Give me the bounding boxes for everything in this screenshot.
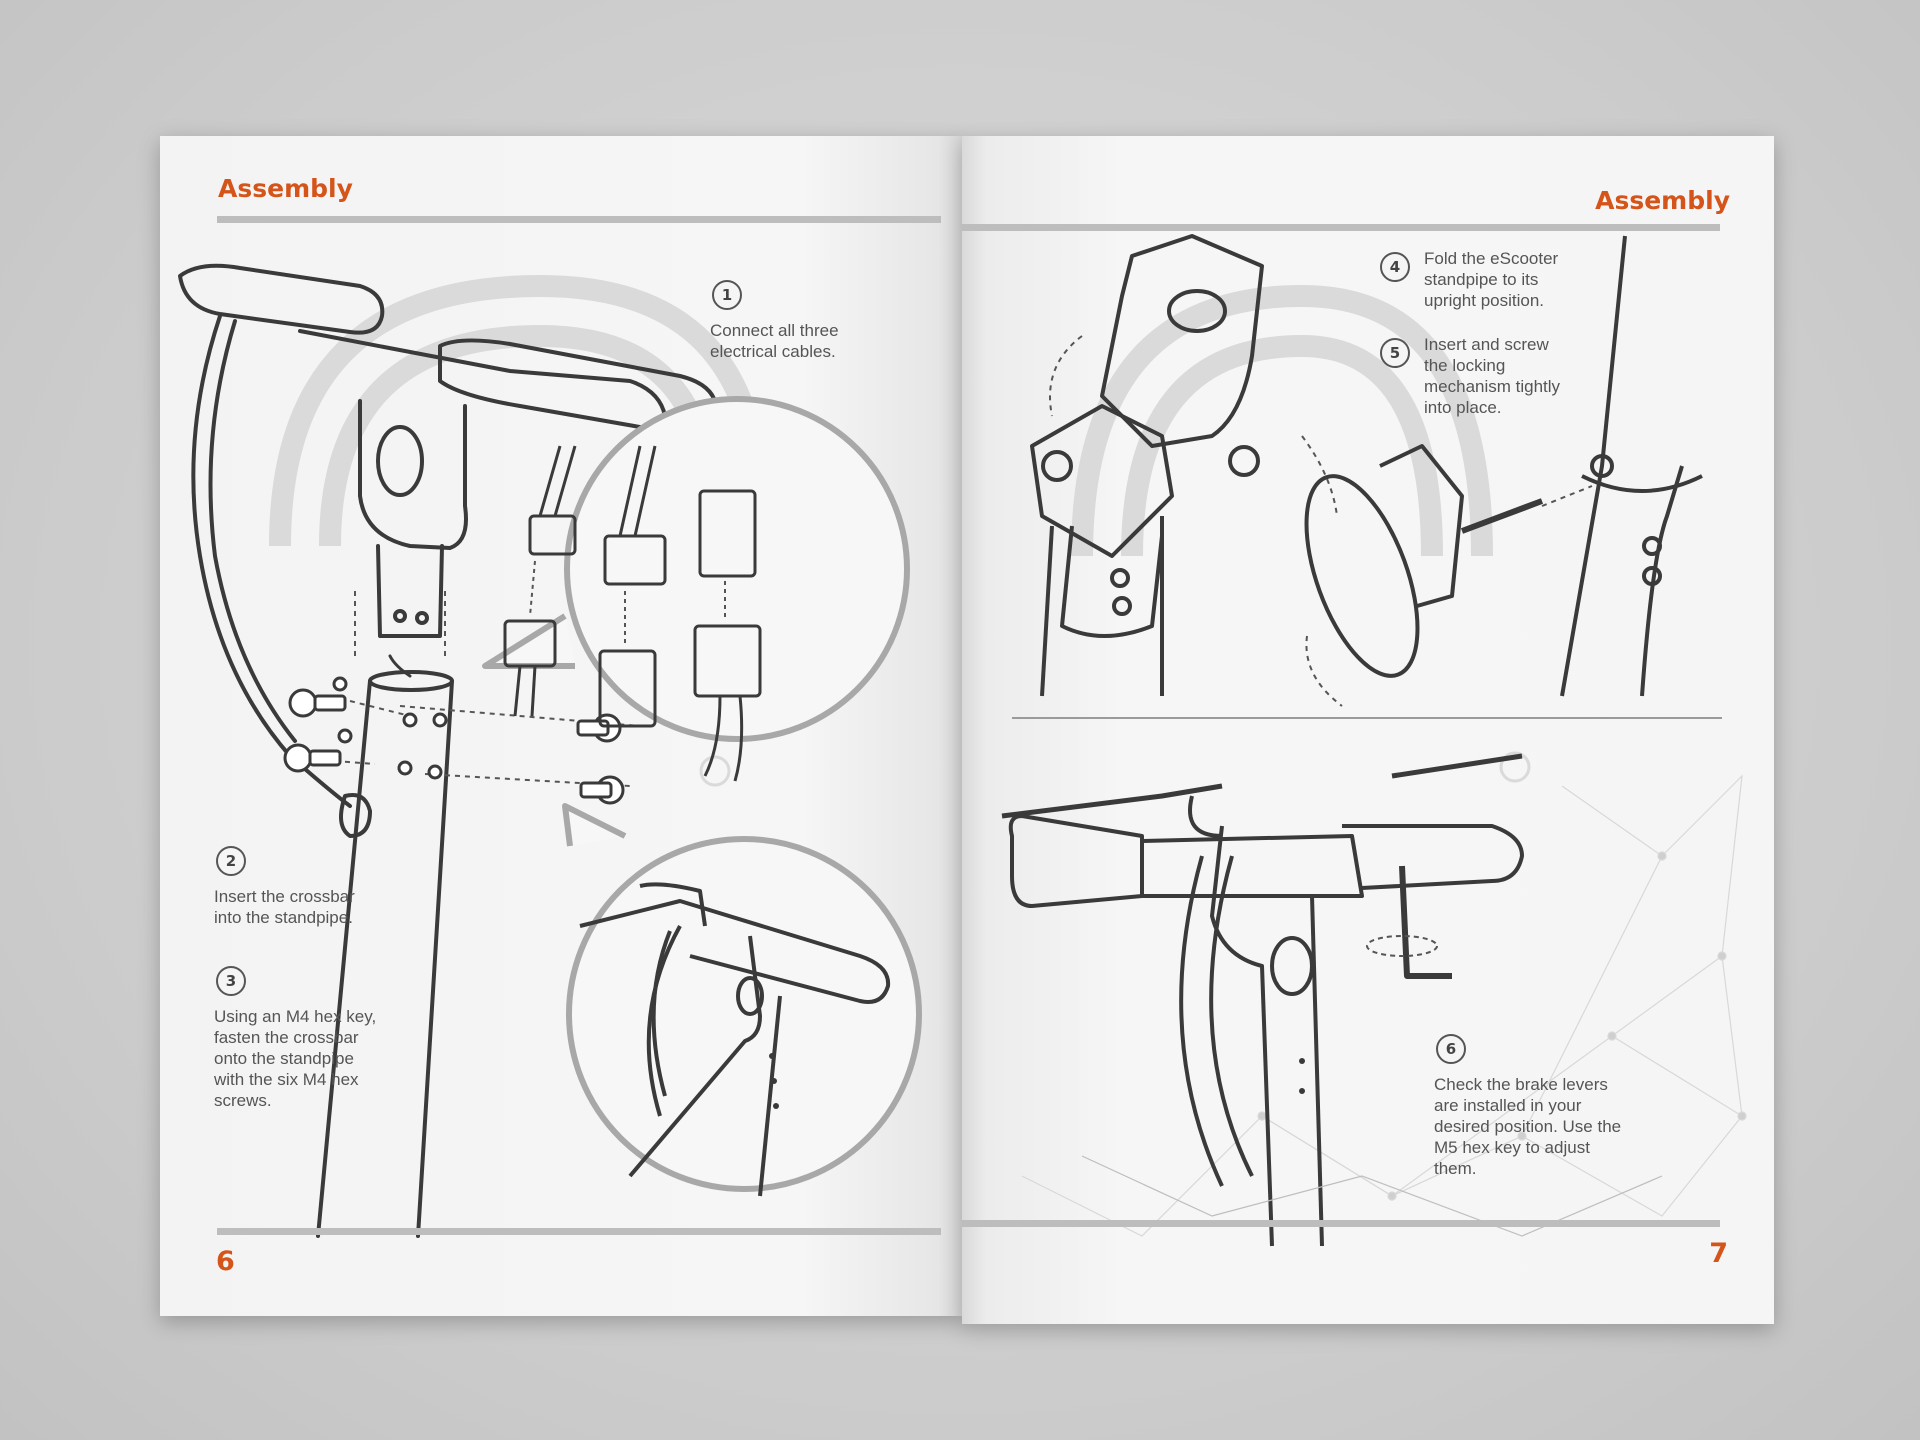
right-page-number: 7 bbox=[1709, 1238, 1728, 1269]
hex-screw bbox=[576, 713, 622, 743]
step-1-badge: 1 bbox=[712, 280, 742, 310]
connector-detail-circle bbox=[482, 396, 910, 782]
left-header-rule bbox=[217, 216, 941, 223]
right-footer-rule bbox=[962, 1220, 1720, 1227]
left-page: Assembly bbox=[160, 136, 962, 1316]
hex-screw bbox=[288, 688, 347, 718]
step-5-badge: 5 bbox=[1380, 338, 1410, 368]
step-5-text: Insert and screw the locking mechanism t… bbox=[1424, 335, 1561, 417]
step-6-text: Check the brake levers are installed in … bbox=[1434, 1075, 1622, 1178]
step-1-text: Connect all three electrical cables. bbox=[710, 321, 839, 361]
fold-hinge-drawing bbox=[1030, 234, 1703, 697]
network-background-pattern bbox=[1021, 774, 1747, 1237]
hex-screw bbox=[283, 743, 342, 773]
step-4-text: Fold the eScooter standpipe to its uprig… bbox=[1424, 249, 1559, 310]
left-footer-rule bbox=[217, 1228, 941, 1235]
right-page: Assembly bbox=[962, 136, 1774, 1324]
step-3-text: Using an M4 hex key, fasten the crossbar… bbox=[214, 1007, 377, 1110]
step-2-text: Insert the crossbar into the standpipe. bbox=[214, 887, 355, 927]
step-4-badge: 4 bbox=[1380, 252, 1410, 282]
left-page-title: Assembly bbox=[218, 174, 353, 203]
left-grip bbox=[178, 263, 385, 335]
step-6-badge: 6 bbox=[1436, 1034, 1466, 1064]
crossbar-assembly-illustration bbox=[178, 263, 922, 1238]
step-2-badge: 2 bbox=[216, 846, 246, 876]
step-3-badge: 3 bbox=[216, 966, 246, 996]
hex-screw bbox=[579, 775, 625, 805]
left-page-number: 6 bbox=[216, 1246, 235, 1277]
right-page-title: Assembly bbox=[1595, 186, 1730, 215]
watermark-logo bbox=[1071, 284, 1531, 783]
right-header-rule bbox=[962, 224, 1720, 231]
assembled-detail-circle bbox=[562, 803, 922, 1197]
fold-and-lock-illustration bbox=[1001, 234, 1747, 1247]
